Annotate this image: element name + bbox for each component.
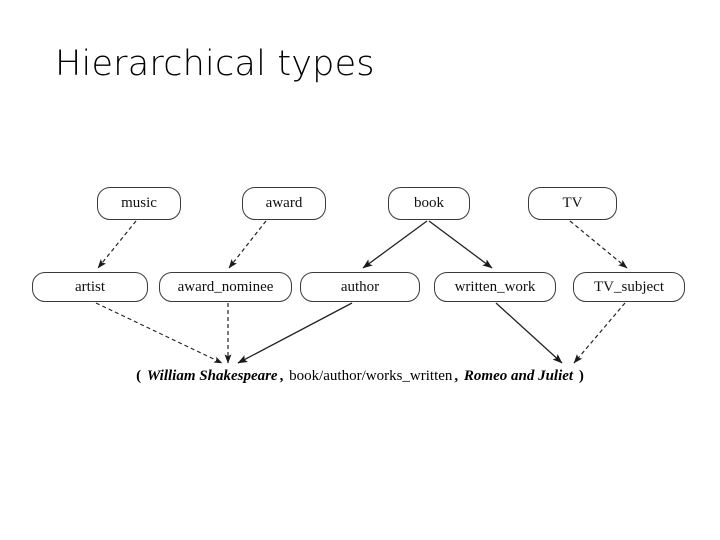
type-node-label: book xyxy=(414,195,444,211)
type-node-label: music xyxy=(121,195,157,211)
relation-triple: ( William Shakespeare, book/author/works… xyxy=(0,368,720,385)
type-node-tv-subject[interactable]: TV_subject xyxy=(573,272,685,302)
page-title: Hierarchical types xyxy=(55,44,375,84)
triple-comma-1: , xyxy=(279,368,284,384)
type-node-award-nominee[interactable]: award_nominee xyxy=(159,272,292,302)
type-node-label: written_work xyxy=(454,278,536,295)
type-node-label: TV_subject xyxy=(594,278,664,295)
type-node-tv[interactable]: TV xyxy=(528,187,617,220)
type-node-label: TV xyxy=(562,195,583,211)
triple-comma-2: , xyxy=(454,368,459,384)
triple-close-paren: ) xyxy=(578,368,584,384)
triple-object: Romeo and Juliet xyxy=(463,368,574,384)
type-node-author[interactable]: author xyxy=(300,272,420,302)
triple-subject: William Shakespeare xyxy=(146,368,278,384)
type-node-label: award_nominee xyxy=(177,278,274,295)
type-node-label: artist xyxy=(75,278,105,295)
type-node-label: author xyxy=(340,278,380,295)
type-node-written-work[interactable]: written_work xyxy=(434,272,556,302)
triple-relation: book/author/works_written xyxy=(289,368,453,384)
type-node-music[interactable]: music xyxy=(97,187,181,220)
type-node-award[interactable]: award xyxy=(242,187,326,220)
type-node-label: award xyxy=(265,195,303,211)
triple-open-paren: ( xyxy=(136,368,142,384)
type-node-book[interactable]: book xyxy=(388,187,470,220)
type-node-artist[interactable]: artist xyxy=(32,272,148,302)
